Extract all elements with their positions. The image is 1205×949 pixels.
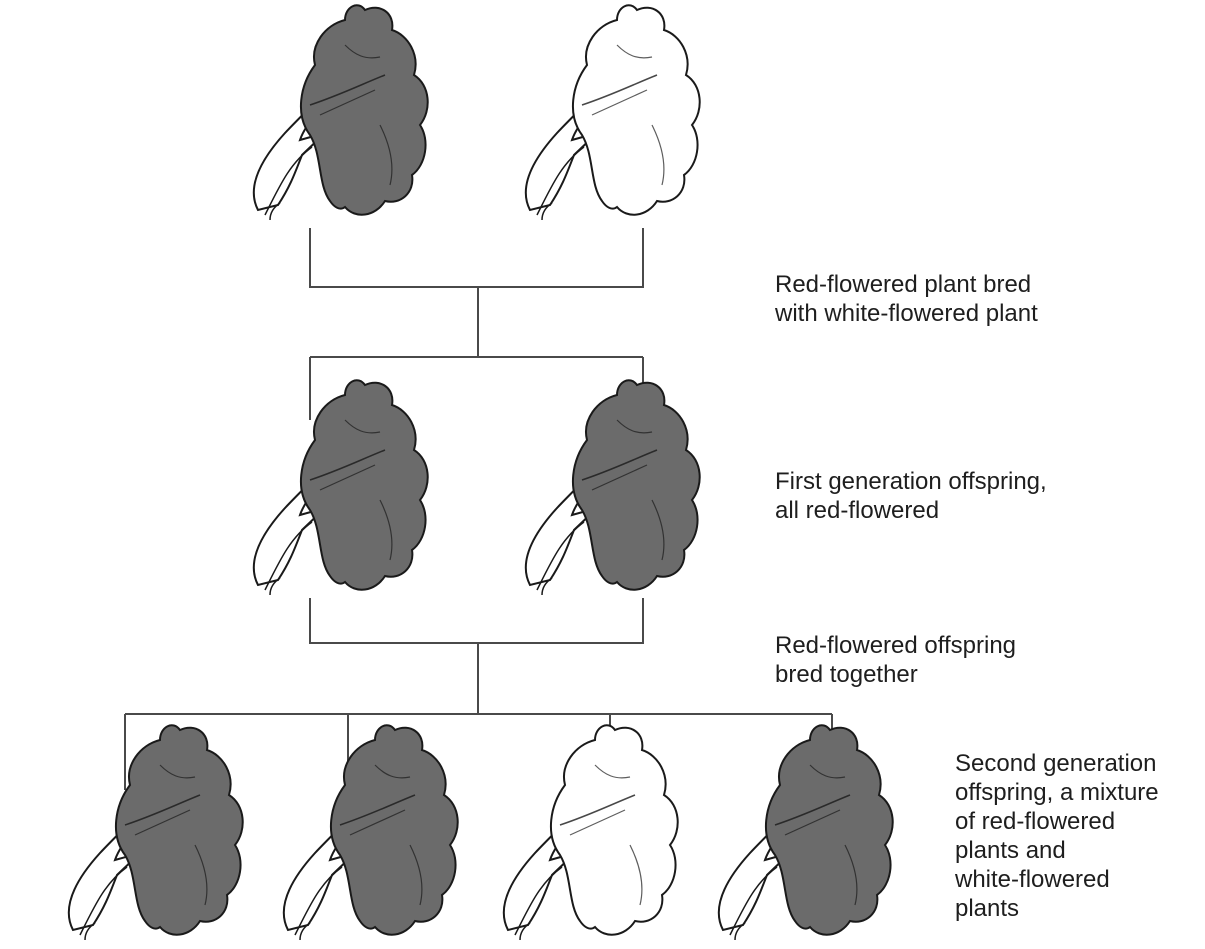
f1-plant-red-1 bbox=[254, 380, 428, 595]
f2-plant-red-1 bbox=[69, 725, 243, 940]
parent-plant-white bbox=[526, 5, 700, 220]
caption-cross: Red-flowered plant bred with white-flowe… bbox=[775, 270, 1038, 328]
f1-plant-red-2 bbox=[526, 380, 700, 595]
caption-first-generation: First generation offspring, all red-flow… bbox=[775, 467, 1047, 525]
f2-plant-red-2 bbox=[284, 725, 458, 940]
f2-plant-white bbox=[504, 725, 678, 940]
caption-offspring-bred: Red-flowered offspring bred together bbox=[775, 631, 1016, 689]
connector-f1-to-f2 bbox=[125, 598, 832, 790]
parent-plant-red bbox=[254, 5, 428, 220]
f2-plant-red-3 bbox=[719, 725, 893, 940]
caption-second-generation: Second generation offspring, a mixture o… bbox=[955, 749, 1159, 923]
